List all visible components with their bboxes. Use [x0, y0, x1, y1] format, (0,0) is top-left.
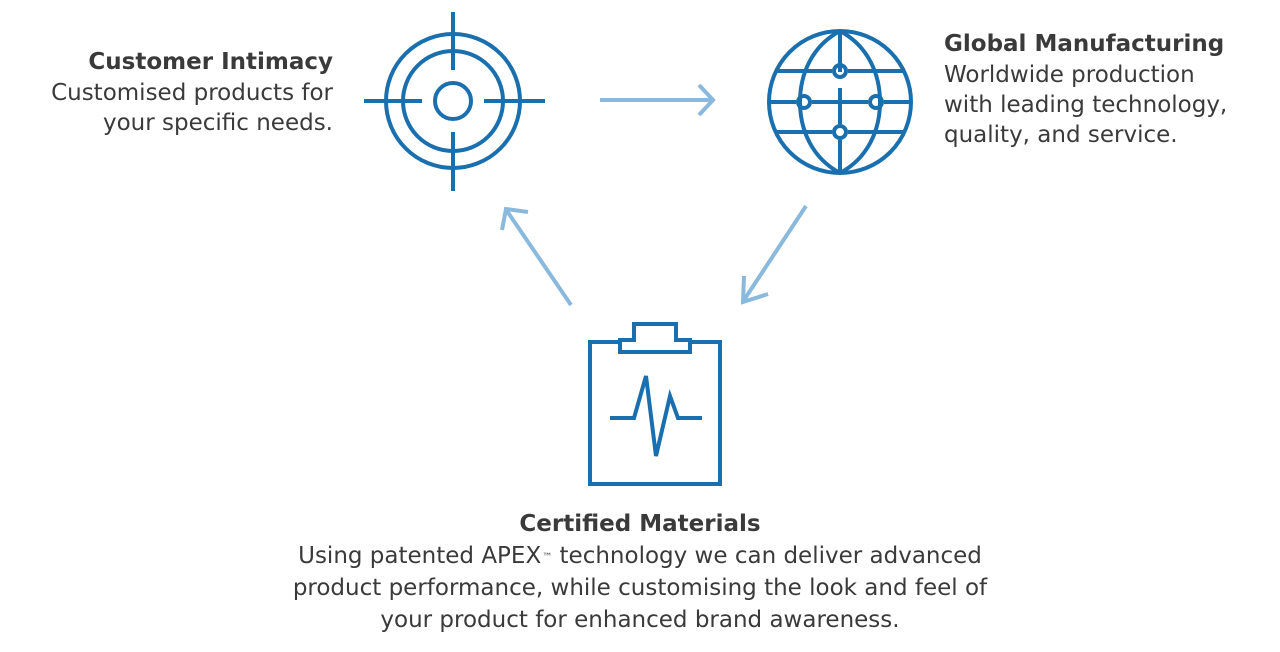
certified-materials-text: Certified Materials Using patented APEX™…: [0, 508, 1280, 636]
globe-icon: [767, 29, 913, 175]
apex-text: Using patented APEX: [298, 543, 542, 569]
global-manufacturing-desc-line: Worldwide production: [944, 62, 1195, 88]
customer-intimacy-title: Customer Intimacy: [88, 49, 333, 75]
customer-intimacy-text: Customer Intimacy Customised products fo…: [51, 46, 333, 138]
target-icon: [364, 12, 545, 191]
global-manufacturing-title: Global Manufacturing: [944, 31, 1225, 57]
clipboard-heartbeat-icon: [588, 322, 722, 486]
arrow-customer-to-global: [600, 83, 716, 117]
certified-materials-title: Certified Materials: [519, 511, 761, 537]
global-manufacturing-desc-line: quality, and service.: [944, 122, 1178, 148]
global-manufacturing-desc-line: with leading technology,: [944, 92, 1228, 118]
certified-materials-desc-line: product performance, while customising t…: [292, 575, 988, 601]
arrow-certified-to-customer: [500, 206, 573, 307]
global-manufacturing-text: Global Manufacturing Worldwide productio…: [944, 28, 1227, 150]
certified-materials-desc-line: Using patented APEX™ technology we can d…: [0, 540, 1280, 572]
customer-intimacy-desc-line: your specific needs.: [102, 110, 333, 136]
trademark-mark: ™: [542, 552, 553, 563]
apex-text-rest: technology we can deliver advanced: [552, 543, 982, 569]
certified-materials-desc-line: your product for enhanced brand awarenes…: [380, 607, 900, 633]
arrow-global-to-certified: [740, 204, 808, 305]
customer-intimacy-desc-line: Customised products for: [51, 80, 333, 106]
